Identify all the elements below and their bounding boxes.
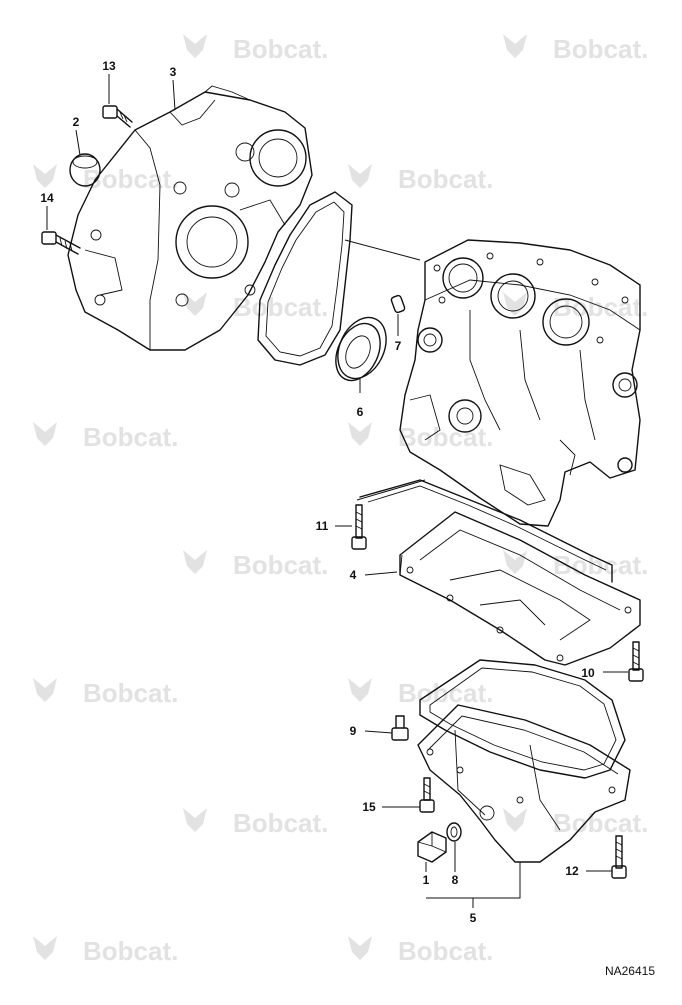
callout-15: 15 <box>362 800 376 814</box>
watermark: Bobcat. <box>348 422 493 452</box>
leader-lines <box>46 74 628 908</box>
callout-6: 6 <box>357 405 364 419</box>
callout-9: 9 <box>350 724 357 738</box>
callout-2: 2 <box>73 115 80 129</box>
bolt-part-10 <box>628 641 644 682</box>
callout-3: 3 <box>170 65 177 79</box>
watermark: Bobcat. <box>183 34 328 64</box>
watermark: Bobcat. <box>348 936 493 966</box>
watermark: Bobcat. <box>503 808 648 838</box>
watermark-text: Bobcat. <box>233 550 328 580</box>
cylinder-block <box>399 239 641 527</box>
bolt-part-15 <box>419 777 435 813</box>
watermark-text: Bobcat. <box>233 34 328 64</box>
watermark-text: Bobcat. <box>553 550 648 580</box>
callout-5: 5 <box>470 911 477 925</box>
watermark-text: Bobcat. <box>83 422 178 452</box>
callout-1: 1 <box>423 873 430 887</box>
callout-13: 13 <box>102 59 116 73</box>
bolt-part-11 <box>351 504 367 550</box>
plug-part-2 <box>69 153 101 187</box>
callout-10: 10 <box>581 666 595 680</box>
watermark: Bobcat. <box>348 164 493 194</box>
upper-oil-pan-part-4 <box>359 479 641 666</box>
watermark-text: Bobcat. <box>398 936 493 966</box>
callout-14: 14 <box>40 191 54 205</box>
dowel-pin-part-7 <box>390 294 406 314</box>
watermark: Bobcat. <box>33 936 178 966</box>
washer-part-8 <box>446 822 462 842</box>
watermark: Bobcat. <box>183 292 328 322</box>
watermark: Bobcat. <box>183 808 328 838</box>
watermark: Bobcat. <box>503 292 648 322</box>
housing-gasket <box>257 191 421 366</box>
reference-code: NA26415 <box>605 964 655 978</box>
watermark-text: Bobcat. <box>233 808 328 838</box>
flywheel-housing-part <box>67 85 313 351</box>
drain-plug-part-1 <box>417 831 447 863</box>
callouts: 13 3 2 14 6 7 11 4 10 9 15 12 1 8 5 <box>40 59 595 925</box>
bolt-part-13 <box>102 105 133 128</box>
watermark-text: Bobcat. <box>553 34 648 64</box>
watermark-text: Bobcat. <box>553 292 648 322</box>
watermark: Bobcat. <box>503 34 648 64</box>
watermark: Bobcat. <box>33 422 178 452</box>
watermark: Bobcat. <box>33 678 178 708</box>
oil-seal-part-6 <box>335 316 387 382</box>
callout-11: 11 <box>316 519 329 533</box>
watermark-text: Bobcat. <box>553 808 648 838</box>
callout-8: 8 <box>452 873 459 887</box>
watermark-text: Bobcat. <box>398 164 493 194</box>
callout-12: 12 <box>565 864 579 878</box>
watermark-text: Bobcat. <box>233 292 328 322</box>
oil-pan-part-5 <box>417 704 631 863</box>
callout-7: 7 <box>395 339 402 353</box>
watermark: Bobcat. <box>183 550 328 580</box>
watermark: Bobcat. <box>503 550 648 580</box>
bolt-part-9 <box>391 715 409 741</box>
watermark: Bobcat. <box>33 164 178 194</box>
watermark-layer: Bobcat. Bobcat. Bobcat. Bobcat. Bobcat. … <box>33 34 648 966</box>
watermark-text: Bobcat. <box>83 678 178 708</box>
callout-4: 4 <box>350 568 357 582</box>
watermark-text: Bobcat. <box>83 936 178 966</box>
bolt-part-14 <box>41 231 81 255</box>
oil-pan-gasket <box>419 659 626 779</box>
watermark-text: Bobcat. <box>83 164 178 194</box>
watermark-text: Bobcat. <box>398 422 493 452</box>
bolt-part-12 <box>611 835 627 879</box>
